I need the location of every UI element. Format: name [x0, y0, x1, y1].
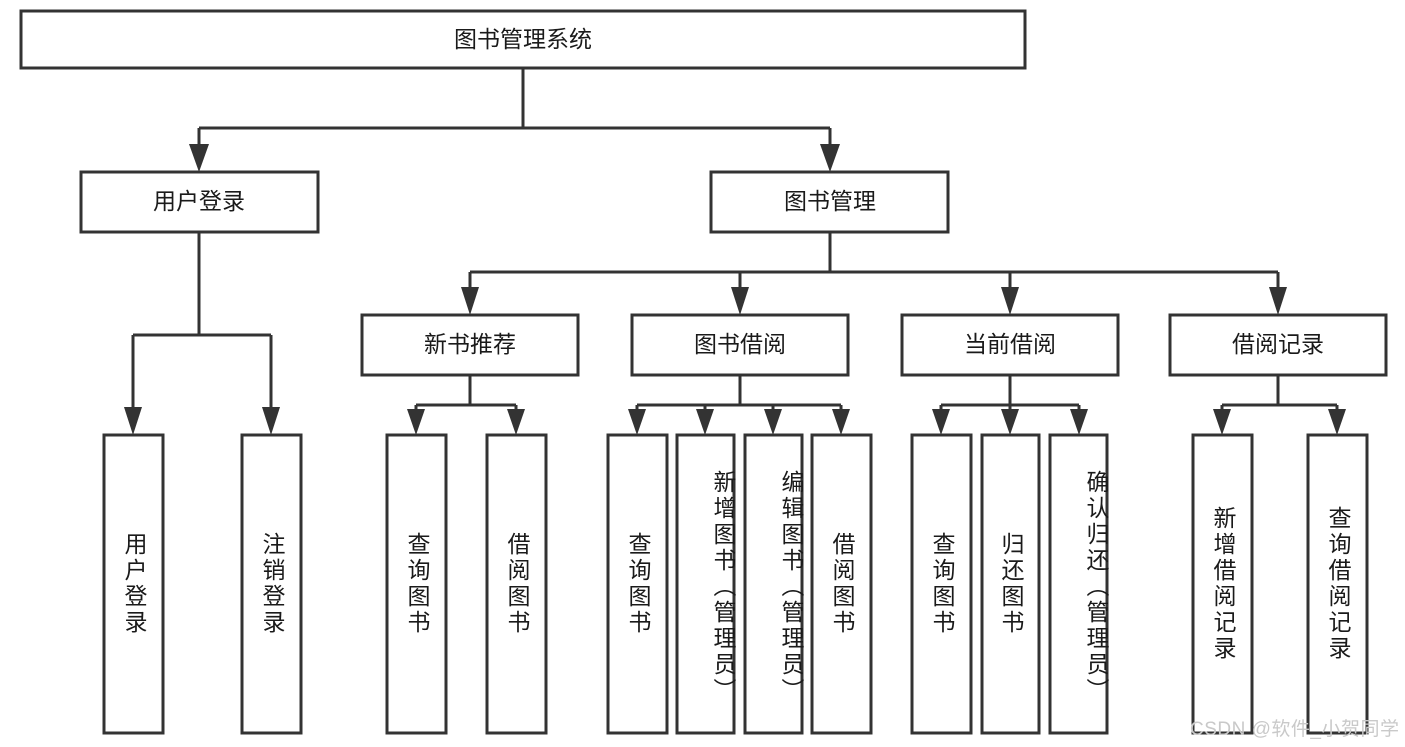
node-leaf-br-query-record-box[interactable] — [1306, 433, 1369, 735]
arrowhead-current-borrow — [1001, 287, 1019, 315]
node-leaf-rec-borrow-book-box[interactable] — [485, 433, 548, 735]
arrowhead-cb-return-book — [1001, 409, 1019, 435]
arrowhead-bb-borrow-book — [832, 409, 850, 435]
node-leaf-cb-confirm-return-box[interactable] — [1048, 433, 1109, 735]
node-leaf-bb-edit-book-box[interactable] — [743, 433, 804, 735]
arrowhead-bb-edit-book — [764, 409, 782, 435]
arrowhead-cb-query-book — [932, 409, 950, 435]
node-leaf-cb-query-book-box[interactable] — [910, 433, 973, 735]
node-borrow-record-box[interactable] — [1168, 313, 1388, 377]
node-leaf-bb-borrow-book-box[interactable] — [810, 433, 873, 735]
node-book-borrow-box[interactable] — [630, 313, 850, 377]
node-leaf-rec-query-book-box[interactable] — [385, 433, 448, 735]
node-user-login-label: 用户登录 — [153, 188, 245, 214]
node-borrow-record-label: 借阅记录 — [1232, 331, 1324, 357]
node-leaf-cb-return-book-box[interactable] — [980, 433, 1041, 735]
node-new-book-rec-label: 新书推荐 — [424, 331, 516, 357]
arrowhead-cb-confirm-return — [1070, 409, 1088, 435]
node-box-group: 图书管理系统 用户登录 图书管理 新书推荐 图书借阅 当前借阅 借阅记录 — [19, 9, 1388, 735]
node-book-mgmt-box[interactable] — [709, 170, 950, 234]
node-user-login-box[interactable] — [79, 170, 320, 234]
node-leaf-logout-box[interactable] — [240, 433, 303, 735]
node-leaf-bb-add-book-box[interactable] — [675, 433, 736, 735]
arrowhead-leaf-logout — [262, 407, 280, 435]
connector-group — [124, 68, 1346, 435]
node-book-mgmt-label: 图书管理 — [784, 188, 876, 214]
node-new-book-rec-box[interactable] — [360, 313, 580, 377]
node-root-label: 图书管理系统 — [454, 26, 592, 52]
arrowhead-br-query-record — [1328, 409, 1346, 435]
arrowhead-br-add-record — [1213, 409, 1231, 435]
node-leaf-br-add-record-box[interactable] — [1191, 433, 1254, 735]
node-current-borrow-label: 当前借阅 — [964, 331, 1056, 357]
csdn-watermark: CSDN @软件_小贺同学 — [1190, 719, 1400, 740]
arrowhead-book-mgmt — [820, 144, 840, 172]
arrowhead-bb-query-book — [628, 409, 646, 435]
node-current-borrow-box[interactable] — [900, 313, 1120, 377]
node-root-box[interactable] — [19, 9, 1027, 70]
arrowhead-book-borrow — [731, 287, 749, 315]
node-leaf-bb-query-book-box[interactable] — [606, 433, 669, 735]
arrowhead-user-login — [189, 144, 209, 172]
arrowhead-borrow-record — [1269, 287, 1287, 315]
node-leaf-user-login-box[interactable] — [102, 433, 165, 735]
node-book-borrow-label: 图书借阅 — [694, 331, 786, 357]
arrowhead-leaf-user-login — [124, 407, 142, 435]
arrowhead-new-book-rec — [461, 287, 479, 315]
arrowhead-rec-query-book — [407, 409, 425, 435]
arrowhead-rec-borrow-book — [507, 409, 525, 435]
arrowhead-bb-add-book — [696, 409, 714, 435]
